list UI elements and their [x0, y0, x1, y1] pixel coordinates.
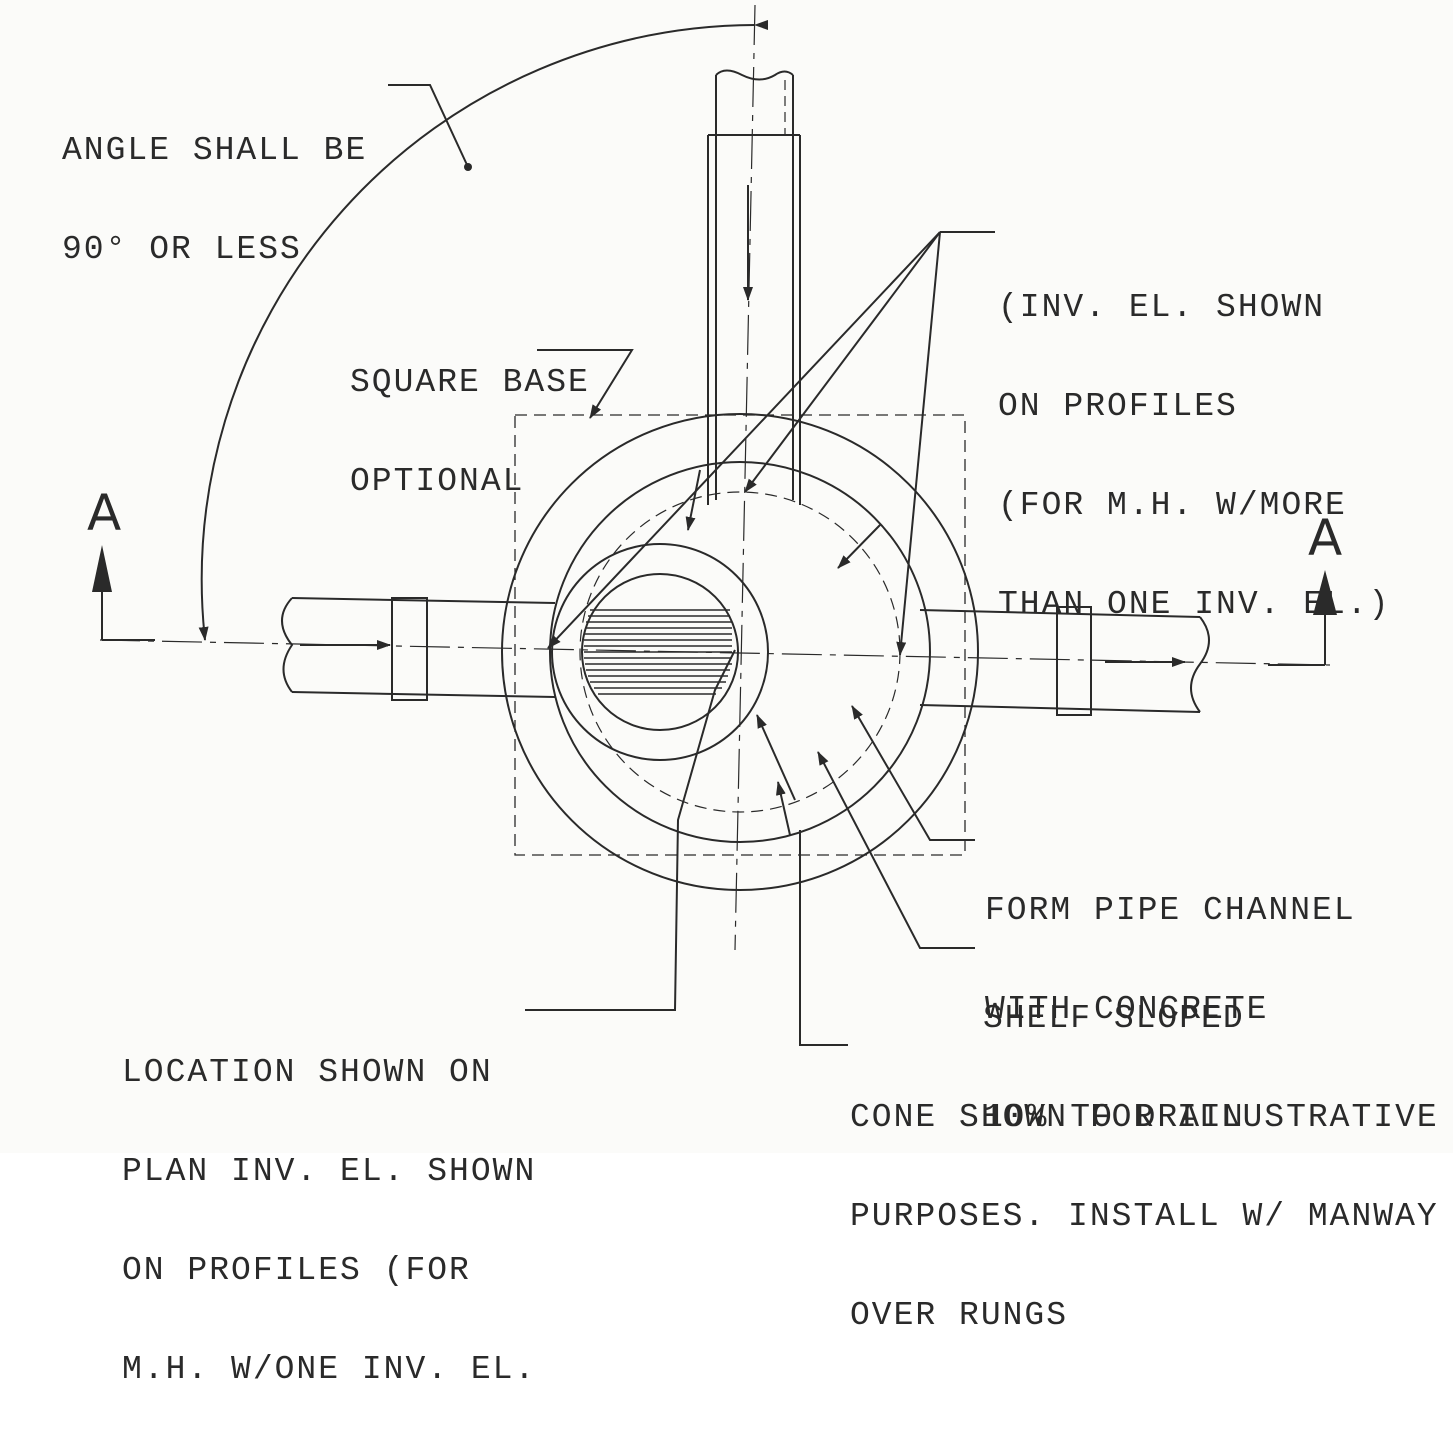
note-shelf-line-1: SHELF SLOPED: [983, 1000, 1245, 1037]
note-cone-line-1: CONE SHOWN FOR ILLUSTRATIVE: [850, 1099, 1439, 1136]
note-square-base-line-2: OPTIONAL: [350, 463, 525, 500]
note-inv-el-profiles: (INV. EL. SHOWN ON PROFILES (FOR M.H. W/…: [998, 225, 1390, 687]
manhole-outer-wall: [502, 414, 978, 890]
channel-inner-circle: [582, 574, 738, 730]
note-inv-el-line-3: (FOR M.H. W/MORE: [998, 487, 1347, 524]
note-form-channel: FORM PIPE CHANNEL WITH CONCRETE: [985, 828, 1356, 1092]
note-square-base: SQUARE BASE OPTIONAL: [350, 300, 590, 564]
note-square-base-line-1: SQUARE BASE: [350, 364, 590, 401]
vertical-centerline: [735, 5, 755, 950]
drawing-linework: [92, 0, 1337, 1153]
note-location-line-2: PLAN INV. EL. SHOWN: [122, 1153, 537, 1190]
note-inv-el-line-1: (INV. EL. SHOWN: [998, 289, 1326, 326]
note-form-channel-line-1: FORM PIPE CHANNEL: [985, 892, 1356, 929]
inv-el-leader-4: [685, 470, 700, 531]
note-location-line-1: LOCATION SHOWN ON: [122, 1054, 493, 1091]
manhole-inner-wall: [550, 462, 930, 842]
section-marker-left-label: A: [87, 484, 122, 542]
note-form-channel-line-2: WITH CONCRETE: [985, 991, 1269, 1028]
square-base-outline: [515, 415, 965, 855]
section-marker-right-label: A: [1308, 509, 1343, 567]
cone-leader: [800, 830, 848, 1045]
note-inv-el-line-4: THAN ONE INV. EL.): [998, 586, 1391, 623]
shelf-leader: [818, 751, 975, 948]
note-location-line-3: ON PROFILES (FOR: [122, 1252, 471, 1289]
form-channel-leader: [852, 705, 975, 840]
right-pipe: [920, 607, 1209, 715]
note-location: LOCATION SHOWN ON PLAN INV. EL. SHOWN ON…: [122, 990, 536, 1452]
inv-el-leader-1: [548, 232, 940, 649]
angle-leader: [388, 85, 468, 167]
inv-el-leader-5: [838, 525, 880, 569]
manhole-plan-drawing: A A ANGLE SHALL BE 90° OR LESS SQUARE BA…: [62, 0, 1437, 1386]
angle-arc: [198, 19, 769, 641]
note-inv-el-line-2: ON PROFILES: [998, 388, 1238, 425]
note-angle-line-2: 90° OR LESS: [62, 231, 302, 268]
location-leader: [525, 650, 735, 1010]
note-location-line-4: M.H. W/ONE INV. EL.: [122, 1351, 537, 1388]
note-angle-line-1: ANGLE SHALL BE: [62, 132, 368, 169]
top-pipe: [708, 71, 800, 506]
section-marker-right: [1268, 570, 1337, 665]
cone-opening: [552, 544, 768, 760]
note-cone-line-3: OVER RUNGS: [850, 1297, 1069, 1334]
section-marker-left: [92, 545, 155, 640]
channel-hatching: [584, 610, 732, 694]
inv-el-leader-3: [896, 232, 940, 656]
inv-el-leader-2: [745, 232, 940, 493]
note-angle: ANGLE SHALL BE 90° OR LESS: [62, 68, 367, 332]
note-shelf-line-2: 10% TO DRAIN: [983, 1099, 1245, 1136]
note-cone-line-2: PURPOSES. INSTALL W/ MANWAY: [850, 1198, 1439, 1235]
note-cone: CONE SHOWN FOR ILLUSTRATIVE PURPOSES. IN…: [850, 1035, 1453, 1398]
left-pipe: [282, 598, 555, 700]
note-shelf-sloped: SHELF SLOPED 10% TO DRAIN: [983, 936, 1245, 1200]
square-base-leader: [537, 350, 632, 419]
